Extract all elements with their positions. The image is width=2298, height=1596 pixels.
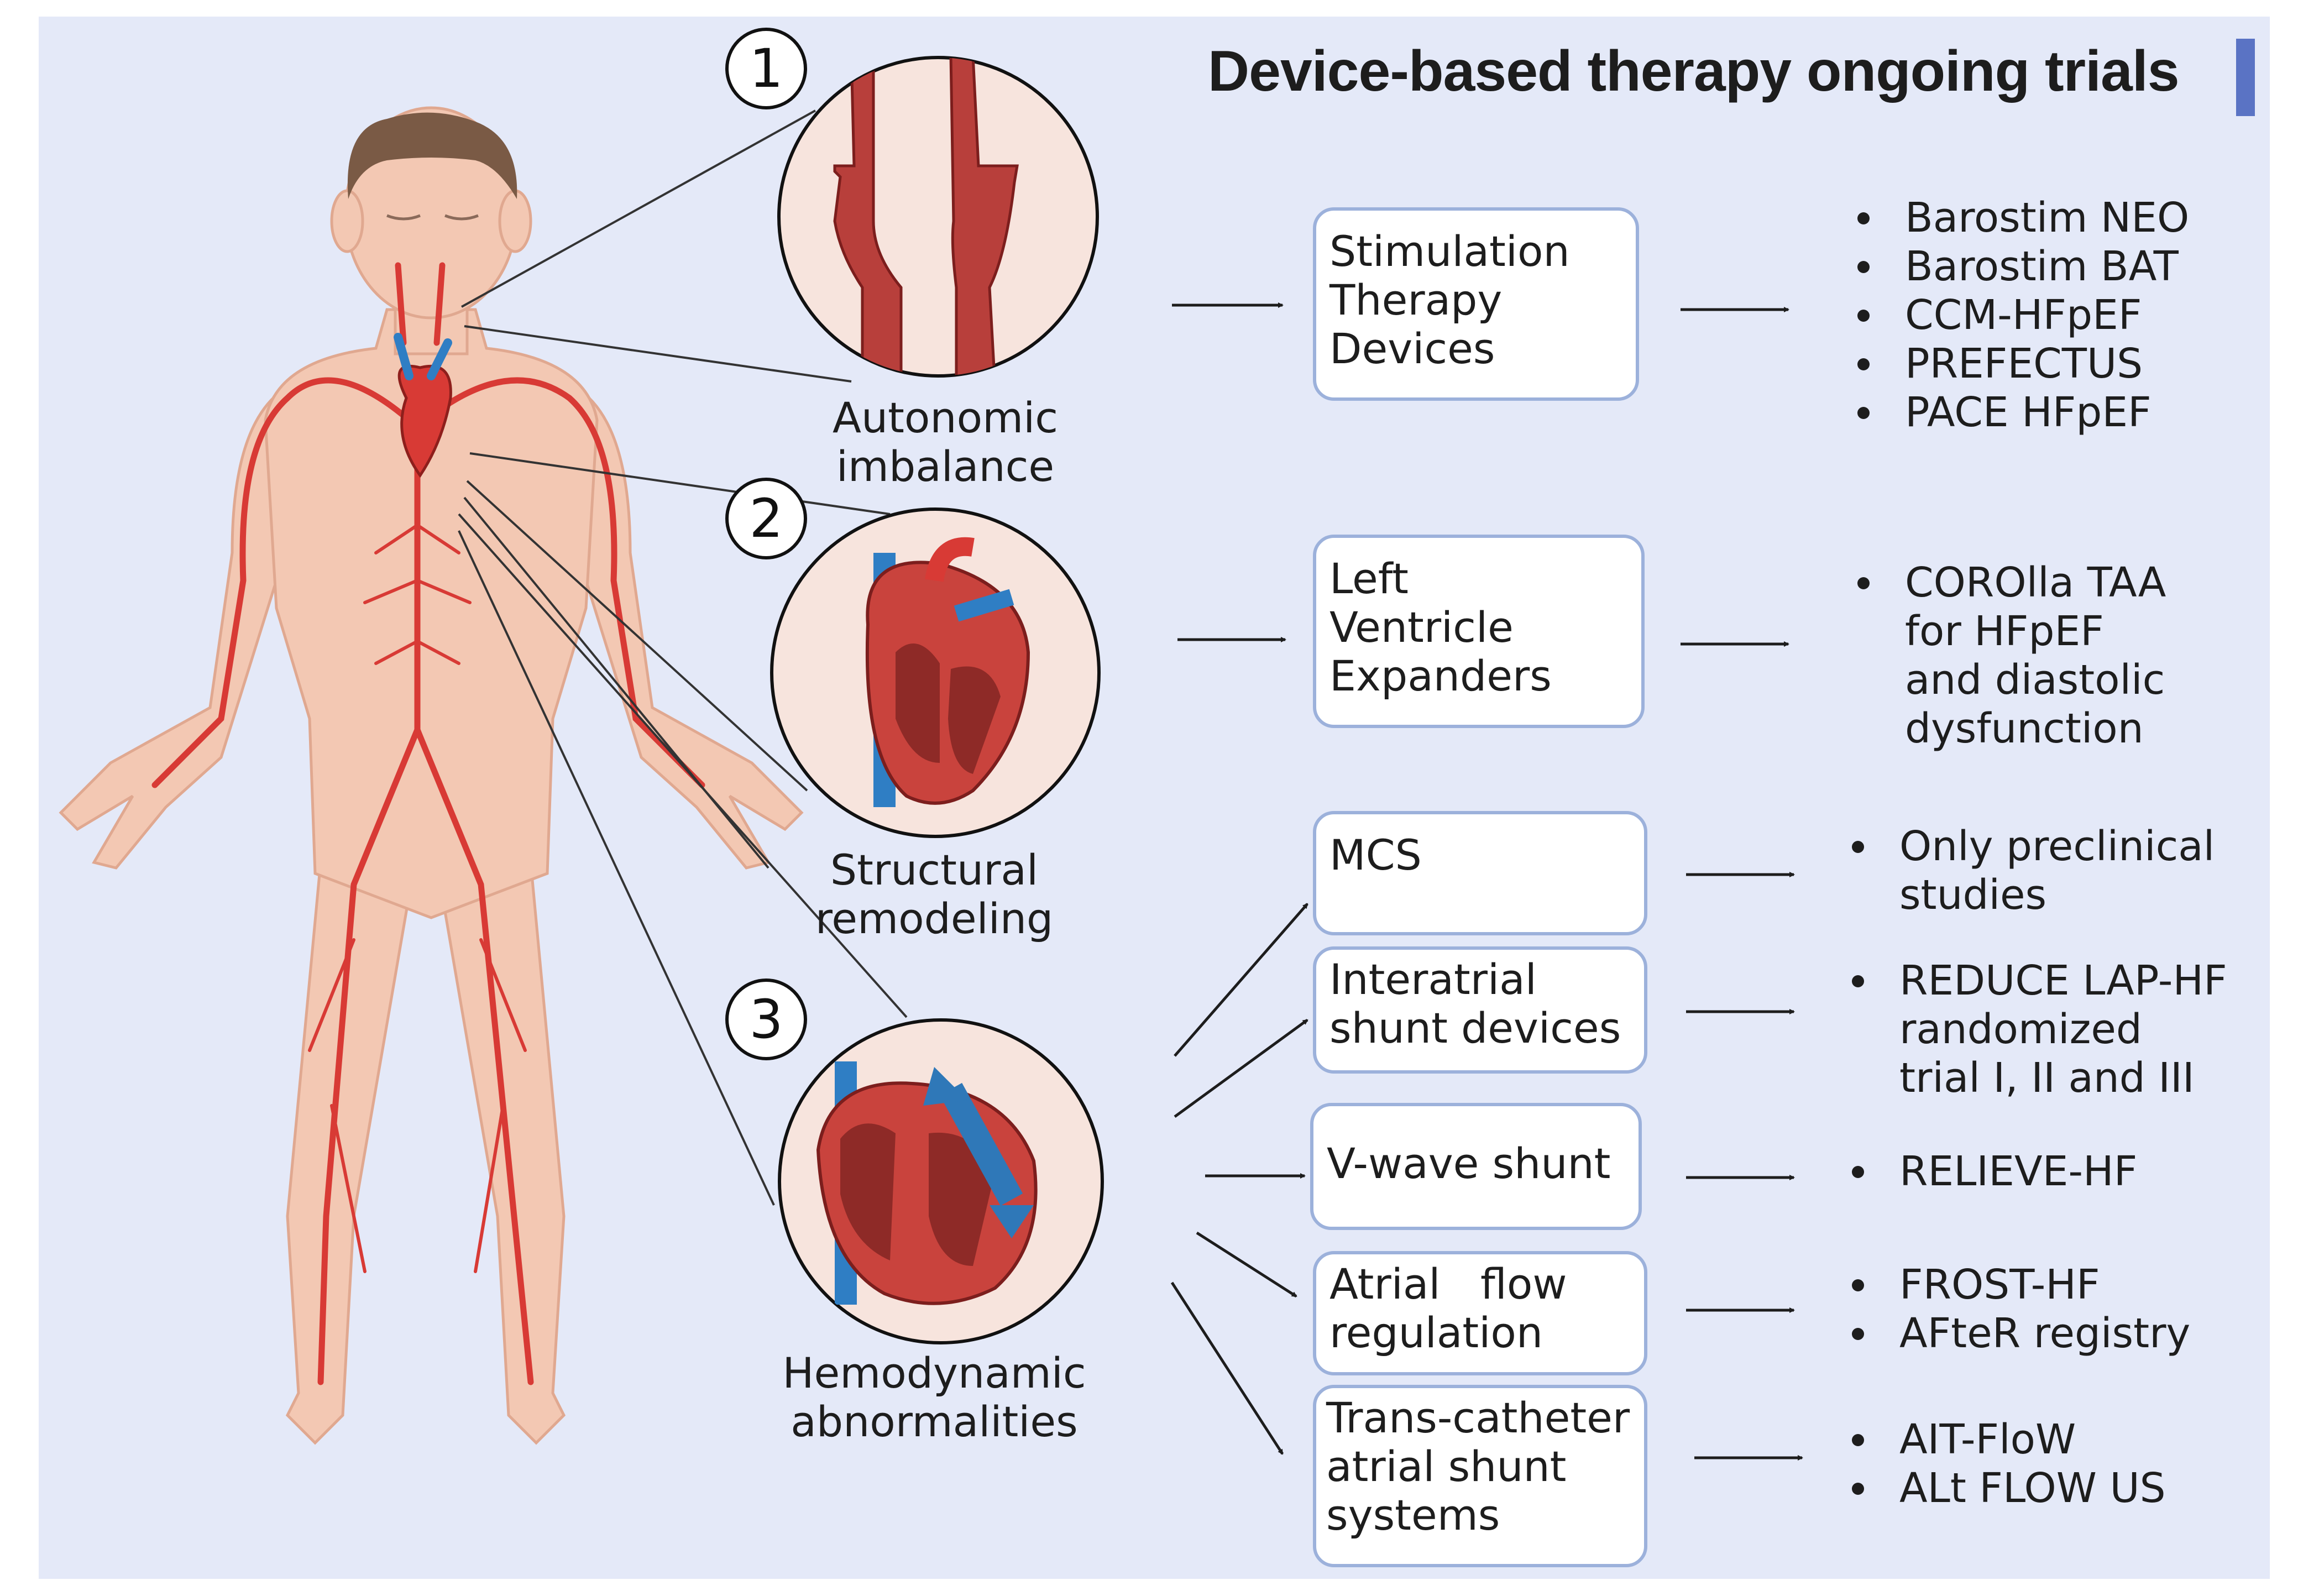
category-label-structural: Structural remodeling (785, 846, 1083, 943)
device-box-line: Ventricle (1329, 603, 1514, 652)
device-box-stimulation-therapy: Stimulation Therapy Devices (1313, 207, 1639, 401)
device-box-line: Interatrial (1329, 955, 1537, 1004)
trial-item: PREFECTUS (1852, 339, 2189, 388)
device-box-mcs: MCS (1313, 811, 1647, 935)
device-box-line: Expanders (1329, 651, 1552, 700)
step-number-1: 1 (725, 28, 807, 109)
trials-list-stimulation: Barostim NEO Barostim BAT CCM-HFpEF PREF… (1852, 193, 2189, 437)
trial-item: ALt FLOW US (1846, 1464, 2166, 1513)
human-body-figure (59, 106, 804, 1445)
trial-item-line: dysfunction (1905, 705, 2144, 752)
trial-item: Barostim NEO (1852, 193, 2189, 242)
device-box-line: Atrial flow (1329, 1259, 1567, 1309)
trial-item: FROST-HF (1846, 1260, 2190, 1309)
step-number-3: 3 (725, 978, 807, 1060)
trial-item: RELIEVE-HF (1846, 1147, 2137, 1196)
device-box-interatrial-shunt: Interatrial shunt devices (1313, 946, 1647, 1074)
trials-list-mcs: Only preclinical studies (1846, 822, 2215, 919)
page-title: Device-based therapy ongoing trials (1208, 39, 2180, 103)
trial-item: PACE HFpEF (1852, 388, 2189, 437)
device-box-line: shunt devices (1329, 1003, 1621, 1053)
trial-item-line: for HFpEF (1905, 608, 2104, 655)
category-label-line: Structural (830, 845, 1039, 894)
trial-item-line: Only preclinical (1899, 823, 2215, 870)
trial-item: Only preclinical studies (1846, 822, 2215, 919)
device-box-line: Trans-catheter (1326, 1393, 1630, 1442)
trials-list-transcatheter: AIT-FloW ALt FLOW US (1846, 1415, 2166, 1513)
device-box-transcatheter-shunt: Trans-catheter atrial shunt systems (1313, 1385, 1647, 1567)
device-box-line: regulation (1329, 1308, 1543, 1357)
device-box-line: atrial shunt (1326, 1442, 1567, 1491)
trials-list-lv-expanders: COROlla TAA for HFpEF and diastolic dysf… (1852, 558, 2166, 753)
trial-item-line: trial I, II and III (1899, 1054, 2195, 1102)
device-box-line: Left (1329, 554, 1409, 603)
trial-item-line: COROlla TAA (1905, 559, 2166, 606)
category-label-line: Autonomic (832, 393, 1059, 442)
trials-list-atrial-flow: FROST-HF AFteR registry (1846, 1260, 2190, 1358)
device-box-line: Stimulation (1329, 227, 1570, 276)
category-label-line: Hemodynamic (782, 1348, 1086, 1398)
category-label-hemodynamic: Hemodynamic abnormalities (774, 1349, 1095, 1446)
trial-item-line: REDUCE LAP-HF (1899, 957, 2227, 1004)
autonomic-imbalance-illustration (777, 56, 1099, 378)
device-box-line: systems (1326, 1490, 1500, 1540)
structural-remodeling-illustration (770, 507, 1101, 838)
hemodynamic-abnormalities-illustration (778, 1018, 1104, 1344)
category-label-line: abnormalities (791, 1397, 1078, 1446)
category-label-line: imbalance (836, 442, 1055, 491)
device-box-line: Devices (1329, 324, 1495, 373)
trials-list-interatrial: REDUCE LAP-HF randomized trial I, II and… (1846, 956, 2227, 1102)
trial-item: Barostim BAT (1852, 242, 2189, 291)
trial-item-line: randomized (1899, 1006, 2142, 1053)
trial-item: COROlla TAA for HFpEF and diastolic dysf… (1852, 558, 2166, 753)
device-box-line: V-wave shunt (1327, 1139, 1611, 1188)
trial-item-line: studies (1899, 871, 2047, 919)
device-box-v-wave-shunt: V-wave shunt (1310, 1103, 1642, 1230)
trials-list-v-wave: RELIEVE-HF (1846, 1147, 2137, 1196)
trial-item: CCM-HFpEF (1852, 291, 2189, 339)
device-box-line: MCS (1329, 830, 1422, 880)
step-number-2: 2 (725, 478, 807, 559)
accent-bar (2236, 39, 2255, 116)
device-box-atrial-flow-regulation: Atrial flow regulation (1313, 1251, 1647, 1375)
trial-item-line: and diastolic (1905, 656, 2165, 704)
trial-item: AIT-FloW (1846, 1415, 2166, 1464)
device-box-line: Therapy (1329, 275, 1503, 325)
device-box-lv-expanders: Left Ventricle Expanders (1313, 535, 1645, 728)
category-label-autonomic: Autonomic imbalance (796, 394, 1095, 491)
trial-item: REDUCE LAP-HF randomized trial I, II and… (1846, 956, 2227, 1102)
trial-item: AFteR registry (1846, 1309, 2190, 1358)
category-label-line: remodeling (815, 894, 1054, 943)
